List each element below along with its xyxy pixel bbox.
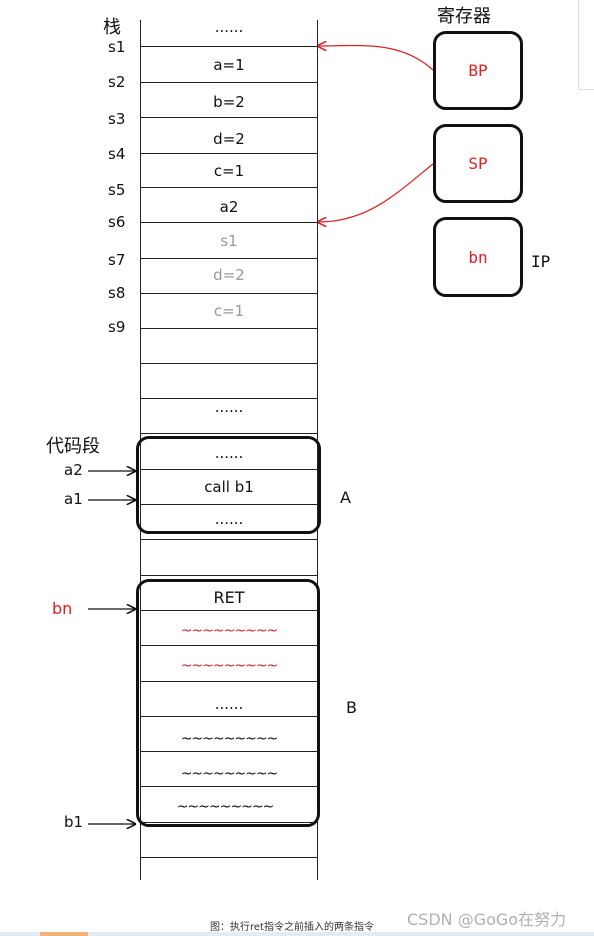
stack-cell-4: c=1	[213, 162, 245, 180]
code-block-a	[136, 436, 321, 534]
code-segment-title: 代码段	[46, 436, 100, 457]
block-b-ret-row: RET	[213, 588, 245, 607]
row-divider	[140, 398, 318, 399]
block-a-row-1: ......	[214, 444, 244, 462]
row-divider	[140, 822, 318, 823]
pointer-bn-label: bn	[52, 599, 73, 618]
block-b-row-7: ~~~~~~~~~	[176, 799, 275, 815]
slot-label-s4: s4	[108, 145, 126, 163]
row-divider	[140, 539, 318, 540]
row-divider	[140, 363, 318, 364]
row-divider	[140, 645, 318, 646]
stack-cell-6: s1	[220, 232, 238, 250]
stack-cell-top: ......	[214, 18, 244, 36]
slot-label-s9: s9	[108, 318, 126, 336]
watermark: CSDN @GoGo在努力	[407, 910, 567, 929]
registers-title: 寄存器	[437, 6, 491, 27]
row-divider	[140, 46, 318, 47]
slot-label-s1: s1	[108, 38, 126, 56]
row-divider	[140, 504, 318, 505]
block-b-dots-row: ......	[214, 695, 244, 713]
block-b-row-5: ~~~~~~~~~	[180, 731, 279, 747]
sp-to-s6-arrow	[318, 163, 434, 222]
block-b-row-6: ~~~~~~~~~	[180, 766, 279, 782]
row-divider	[140, 293, 318, 294]
ip-label: IP	[531, 252, 551, 271]
row-divider	[140, 187, 318, 188]
page-edge-divider	[578, 89, 594, 90]
stack-cell-dots: ......	[214, 398, 244, 416]
row-divider	[140, 681, 318, 682]
slot-label-s6: s6	[108, 213, 126, 231]
pointer-b1-label: b1	[64, 813, 84, 831]
stack-title: 栈	[103, 17, 121, 38]
slot-label-s5: s5	[108, 181, 126, 199]
stack-left-border	[140, 20, 141, 880]
block-b-label: B	[346, 698, 357, 717]
bp-register: BP	[433, 31, 523, 110]
block-b-inserted-row-2: ~~~~~~~~~	[180, 658, 279, 674]
slot-label-s8: s8	[108, 284, 126, 302]
code-block-b	[136, 579, 320, 827]
bottom-bar	[0, 932, 594, 936]
row-divider	[140, 610, 318, 611]
block-a-row-3: ......	[214, 510, 244, 528]
block-a-label: A	[340, 488, 351, 507]
page-edge-divider	[578, 0, 579, 90]
sp-register: SP	[433, 124, 523, 203]
stack-right-border	[317, 20, 318, 880]
row-divider	[140, 575, 318, 576]
stack-cell-3: d=2	[213, 130, 245, 148]
block-b-inserted-row-1: ~~~~~~~~~	[180, 623, 279, 639]
slot-label-s3: s3	[108, 110, 126, 128]
row-divider	[140, 786, 318, 787]
row-divider	[140, 82, 318, 83]
row-divider	[140, 433, 318, 434]
slot-label-s2: s2	[108, 73, 126, 91]
bp-to-s1-arrow	[318, 46, 434, 71]
pointer-a2-label: a2	[64, 461, 83, 479]
stack-cell-2: b=2	[213, 93, 245, 111]
row-divider	[140, 117, 318, 118]
stack-cell-8: c=1	[213, 302, 245, 320]
row-divider	[140, 222, 318, 223]
block-a-call-row: call b1	[204, 478, 254, 496]
stack-cell-7: d=2	[213, 266, 245, 284]
bn-register: bn	[433, 217, 523, 297]
row-divider	[140, 153, 318, 154]
row-divider	[140, 716, 318, 717]
figure-caption: 图：执行ret指令之前插入的两条指令	[210, 922, 374, 933]
row-divider	[140, 258, 318, 259]
slot-label-s7: s7	[108, 251, 126, 269]
bottom-bar-accent	[40, 932, 88, 936]
row-divider	[140, 469, 318, 470]
pointer-a1-label: a1	[64, 490, 83, 508]
stack-cell-1: a=1	[213, 56, 245, 74]
row-divider	[140, 751, 318, 752]
stack-cell-5: a2	[219, 198, 239, 216]
row-divider	[140, 328, 318, 329]
row-divider	[140, 857, 318, 858]
